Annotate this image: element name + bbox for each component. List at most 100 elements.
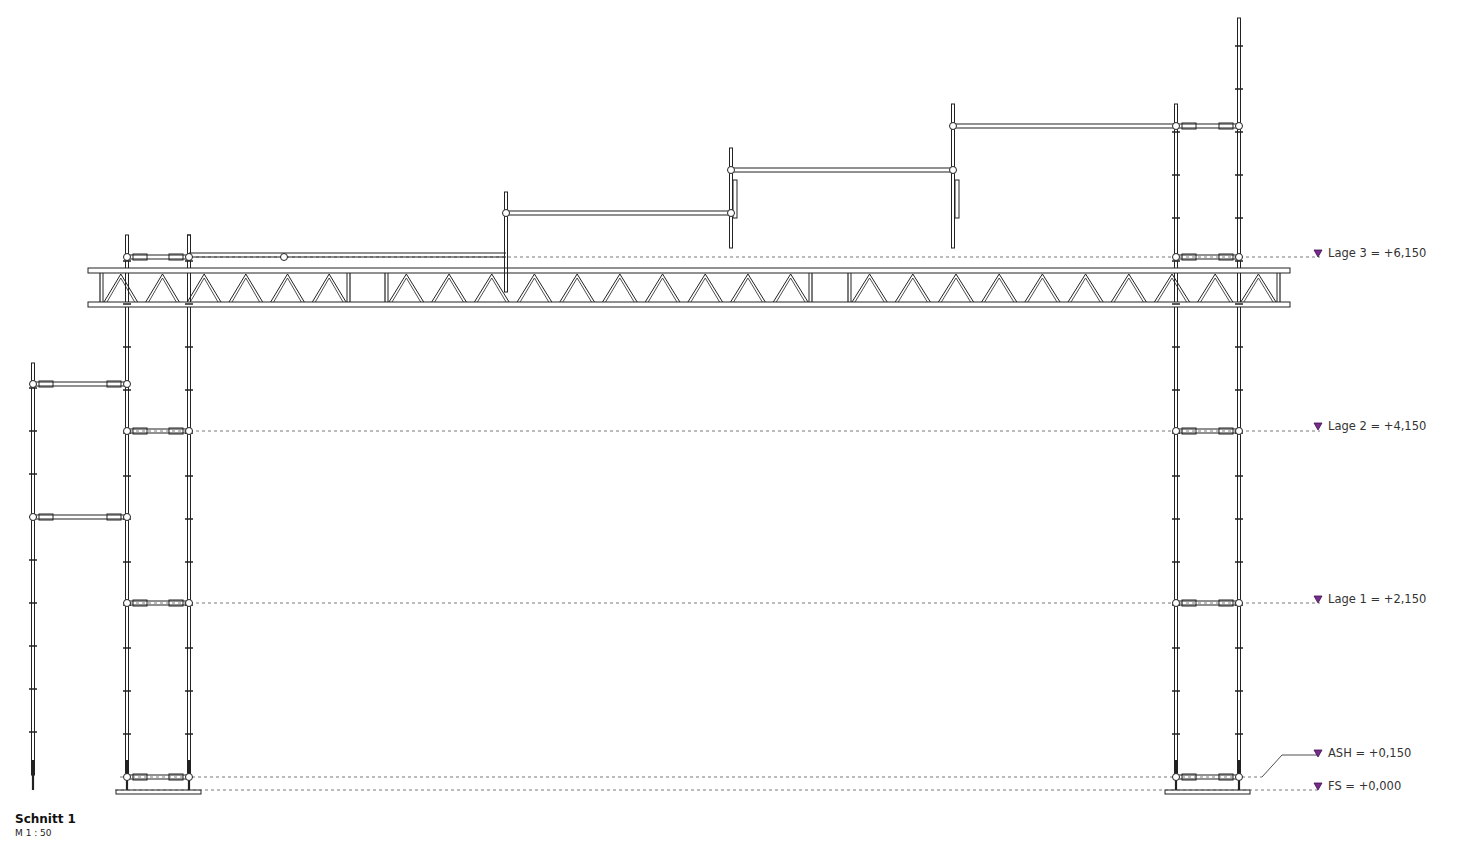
- scaffold-line: [185, 346, 193, 348]
- scaffold-line: [1235, 733, 1243, 735]
- scaffold-line: [1172, 278, 1187, 302]
- coupler: [1173, 600, 1180, 607]
- scaffold-line: [941, 278, 956, 302]
- scaffold-line: [953, 127, 1176, 128]
- scaffold-line: [1154, 274, 1172, 302]
- scaffold-line: [517, 274, 534, 302]
- scaffold-line: [956, 274, 974, 302]
- scaffold-line: [851, 273, 852, 302]
- scaffold-line: [1215, 274, 1233, 302]
- scaffold-line: [149, 278, 163, 302]
- scaffold-line: [1235, 346, 1243, 348]
- scaffold-line: [898, 278, 913, 302]
- scaffold-line: [705, 278, 719, 302]
- scaffold-line: [648, 278, 662, 302]
- coupler: [124, 254, 131, 261]
- scaffold-line: [1201, 278, 1216, 302]
- scaffold-line: [1176, 123, 1239, 124]
- scaffold-line: [29, 731, 37, 733]
- scaffold-line: [1258, 278, 1273, 302]
- scaffold-line: [1028, 278, 1043, 302]
- scaffold-line: [663, 274, 680, 302]
- scaffold-line: [791, 278, 805, 302]
- coupler: [186, 774, 193, 781]
- scaffold-line: [1258, 274, 1276, 302]
- scaffold-line: [274, 278, 288, 302]
- scaffold-line: [1176, 254, 1239, 255]
- scaffold-line: [130, 603, 1320, 604]
- scaffold-line: [688, 274, 705, 302]
- scaffold-line: [1215, 278, 1230, 302]
- scaffold-line: [492, 278, 506, 302]
- scaffold-line: [33, 385, 127, 386]
- scaffold-line: [432, 274, 449, 302]
- scaffold-line: [982, 274, 1000, 302]
- scaffold-tube: [1175, 104, 1178, 777]
- scaffold-line: [1172, 131, 1180, 133]
- scaffold-line: [127, 258, 189, 259]
- scaffold-line: [985, 278, 1000, 302]
- scaffold-line: [392, 278, 406, 302]
- scaffold-line: [577, 278, 591, 302]
- scaffold-tube: [188, 235, 191, 777]
- coupler: [1173, 428, 1180, 435]
- scaffold-line: [1244, 278, 1259, 302]
- scaffold-line: [29, 473, 37, 475]
- scaffold-tube: [116, 790, 201, 794]
- scaffold-line: [288, 274, 305, 302]
- scaffold-line: [1262, 755, 1282, 777]
- scaffold-line: [163, 278, 177, 302]
- scaffold-line: [1235, 389, 1243, 391]
- scaffold-line: [1198, 274, 1216, 302]
- scaffold-line: [705, 274, 722, 302]
- coupler: [124, 514, 131, 521]
- scaffold-line: [435, 278, 449, 302]
- level-marker: [1314, 596, 1322, 603]
- scaffold-line: [1086, 278, 1101, 302]
- scaffold-line: [691, 278, 705, 302]
- scaffold-line: [29, 645, 37, 647]
- scaffold-line: [577, 274, 594, 302]
- coupler: [124, 381, 131, 388]
- scaffold-line: [913, 274, 931, 302]
- scaffold-line: [603, 274, 620, 302]
- level-marker: [1314, 783, 1322, 790]
- level-marker: [1314, 750, 1322, 757]
- scaffold-line: [163, 274, 180, 302]
- scaffold-line: [1235, 475, 1243, 477]
- scaffold-line: [1172, 733, 1180, 735]
- coupler: [186, 428, 193, 435]
- scaffold-line: [127, 778, 189, 779]
- scaffold-line: [271, 274, 288, 302]
- scaffold-line: [1176, 428, 1239, 429]
- scaffold-line: [449, 274, 466, 302]
- scaffold-line: [506, 214, 731, 215]
- coupler: [1236, 428, 1243, 435]
- coupler: [1173, 774, 1180, 781]
- scaffold-line: [1279, 273, 1280, 302]
- scaffold-line: [32, 760, 34, 790]
- coupler: [950, 167, 957, 174]
- coupler: [728, 167, 735, 174]
- scaffold-line: [1172, 647, 1180, 649]
- scaffold-line: [492, 274, 509, 302]
- scaffold-line: [953, 123, 1176, 124]
- scaffold-line: [1176, 258, 1239, 259]
- scaffold-line: [731, 167, 953, 168]
- scaffold-line: [1025, 274, 1043, 302]
- level-label: Lage 2 = +4,150: [1327, 421, 1427, 433]
- scaffold-line: [645, 274, 662, 302]
- scaffold-line: [229, 274, 246, 302]
- scaffold-line: [329, 278, 343, 302]
- scaffold-line: [1172, 303, 1180, 305]
- scaffold-line: [123, 389, 131, 391]
- scaffold-line: [1235, 518, 1243, 520]
- scaffold-line: [185, 647, 193, 649]
- scaffold-line: [115, 790, 1320, 791]
- scaffold-line: [33, 518, 127, 519]
- scaffold-line: [1172, 518, 1180, 520]
- scaffold-line: [1172, 475, 1180, 477]
- scaffold-line: [1157, 278, 1172, 302]
- scaffold-line: [1172, 690, 1180, 692]
